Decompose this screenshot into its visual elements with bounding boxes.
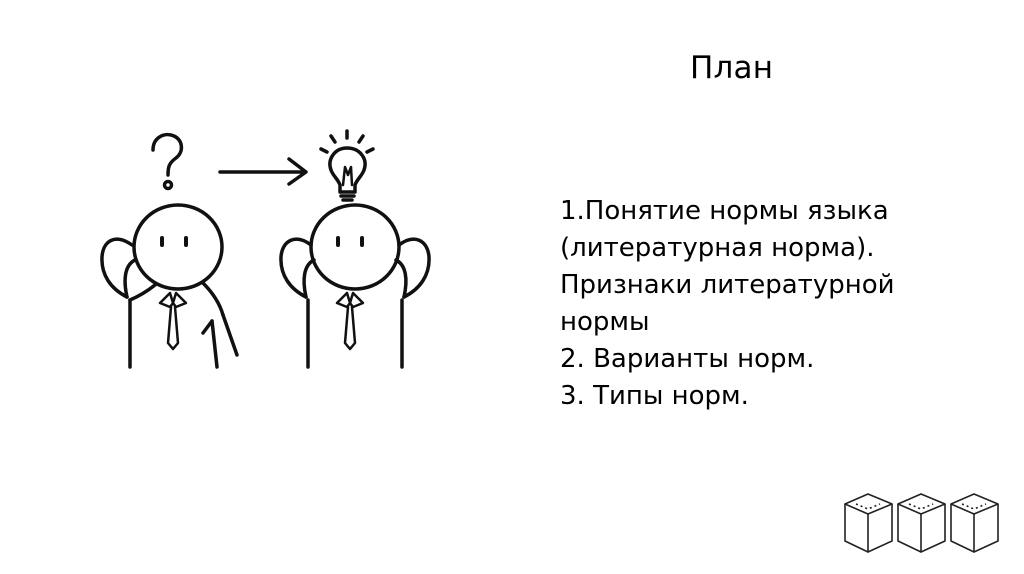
plan-line-6: 3. Типы норм. bbox=[560, 381, 749, 411]
illustration bbox=[100, 129, 431, 369]
slide-title: План bbox=[690, 50, 774, 86]
confused-person-icon bbox=[100, 203, 239, 369]
plan-list: 1.Понятие нормы языка (литературная норм… bbox=[560, 193, 1000, 415]
arrow-right-icon bbox=[218, 157, 308, 186]
lightbulb-icon bbox=[319, 129, 375, 202]
plan-line-3: Признаки литературной bbox=[560, 270, 895, 300]
enlightened-person-icon bbox=[279, 203, 431, 369]
plan-line-1: 1.Понятие нормы языка bbox=[560, 196, 889, 226]
plan-line-2: (литературная норма). bbox=[560, 233, 875, 263]
plan-line-4: нормы bbox=[560, 307, 650, 337]
question-mark-icon bbox=[151, 132, 184, 191]
cubes-icon bbox=[844, 493, 999, 553]
plan-line-5: 2. Варианты норм. bbox=[560, 344, 815, 374]
